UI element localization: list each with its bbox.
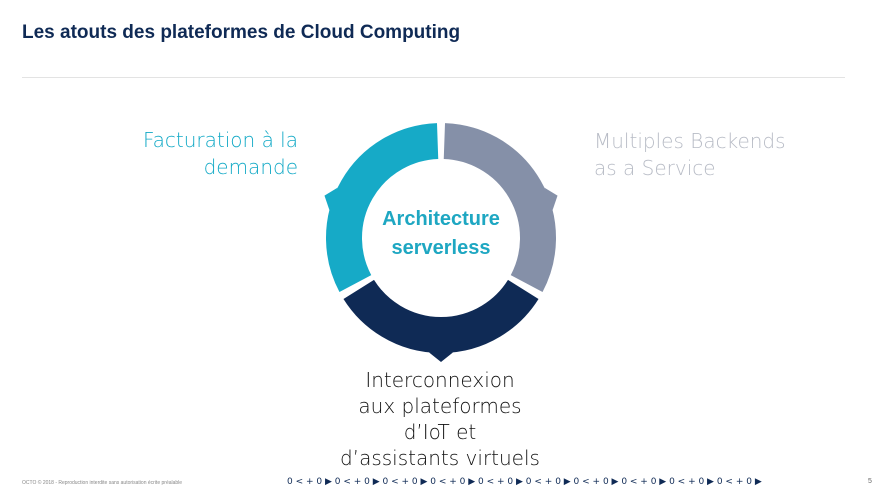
label-line: Interconnexion — [365, 368, 515, 392]
title-divider — [22, 77, 845, 78]
label-line: demande — [203, 155, 298, 179]
label-line: Multiples Backends — [594, 129, 786, 153]
segment-cyan — [326, 123, 439, 292]
label-backends: Multiples Backends as a Service — [594, 128, 786, 182]
arrow-navy — [428, 352, 454, 362]
footer-pattern: 0 < + 0 ▶ 0 < + 0 ▶ 0 < + 0 ▶ 0 < + 0 ▶ … — [287, 477, 762, 487]
label-facturation: Facturation à la demande — [143, 127, 298, 181]
center-line1: Architecture — [382, 208, 500, 230]
label-interconnexion: Interconnexion aux plateformes d’IoT et … — [300, 367, 580, 471]
label-line: as a Service — [594, 156, 716, 180]
slide-title: Les atouts des plateformes de Cloud Comp… — [22, 22, 461, 43]
label-line: Facturation à la — [142, 128, 298, 152]
label-line: d’assistants virtuels — [340, 446, 540, 470]
page-number: 5 — [868, 478, 872, 485]
label-line: aux plateformes — [358, 394, 522, 418]
center-line2: serverless — [391, 237, 491, 259]
segment-gray — [443, 123, 556, 292]
arrow-cyan — [324, 187, 338, 211]
arrow-gray — [544, 187, 558, 211]
label-line: d’IoT et — [403, 420, 477, 444]
footer-copyright: OCTO © 2018 - Reproduction interdite san… — [22, 480, 183, 486]
segment-navy — [343, 279, 539, 353]
center-label: Architecture serverless — [341, 205, 541, 263]
